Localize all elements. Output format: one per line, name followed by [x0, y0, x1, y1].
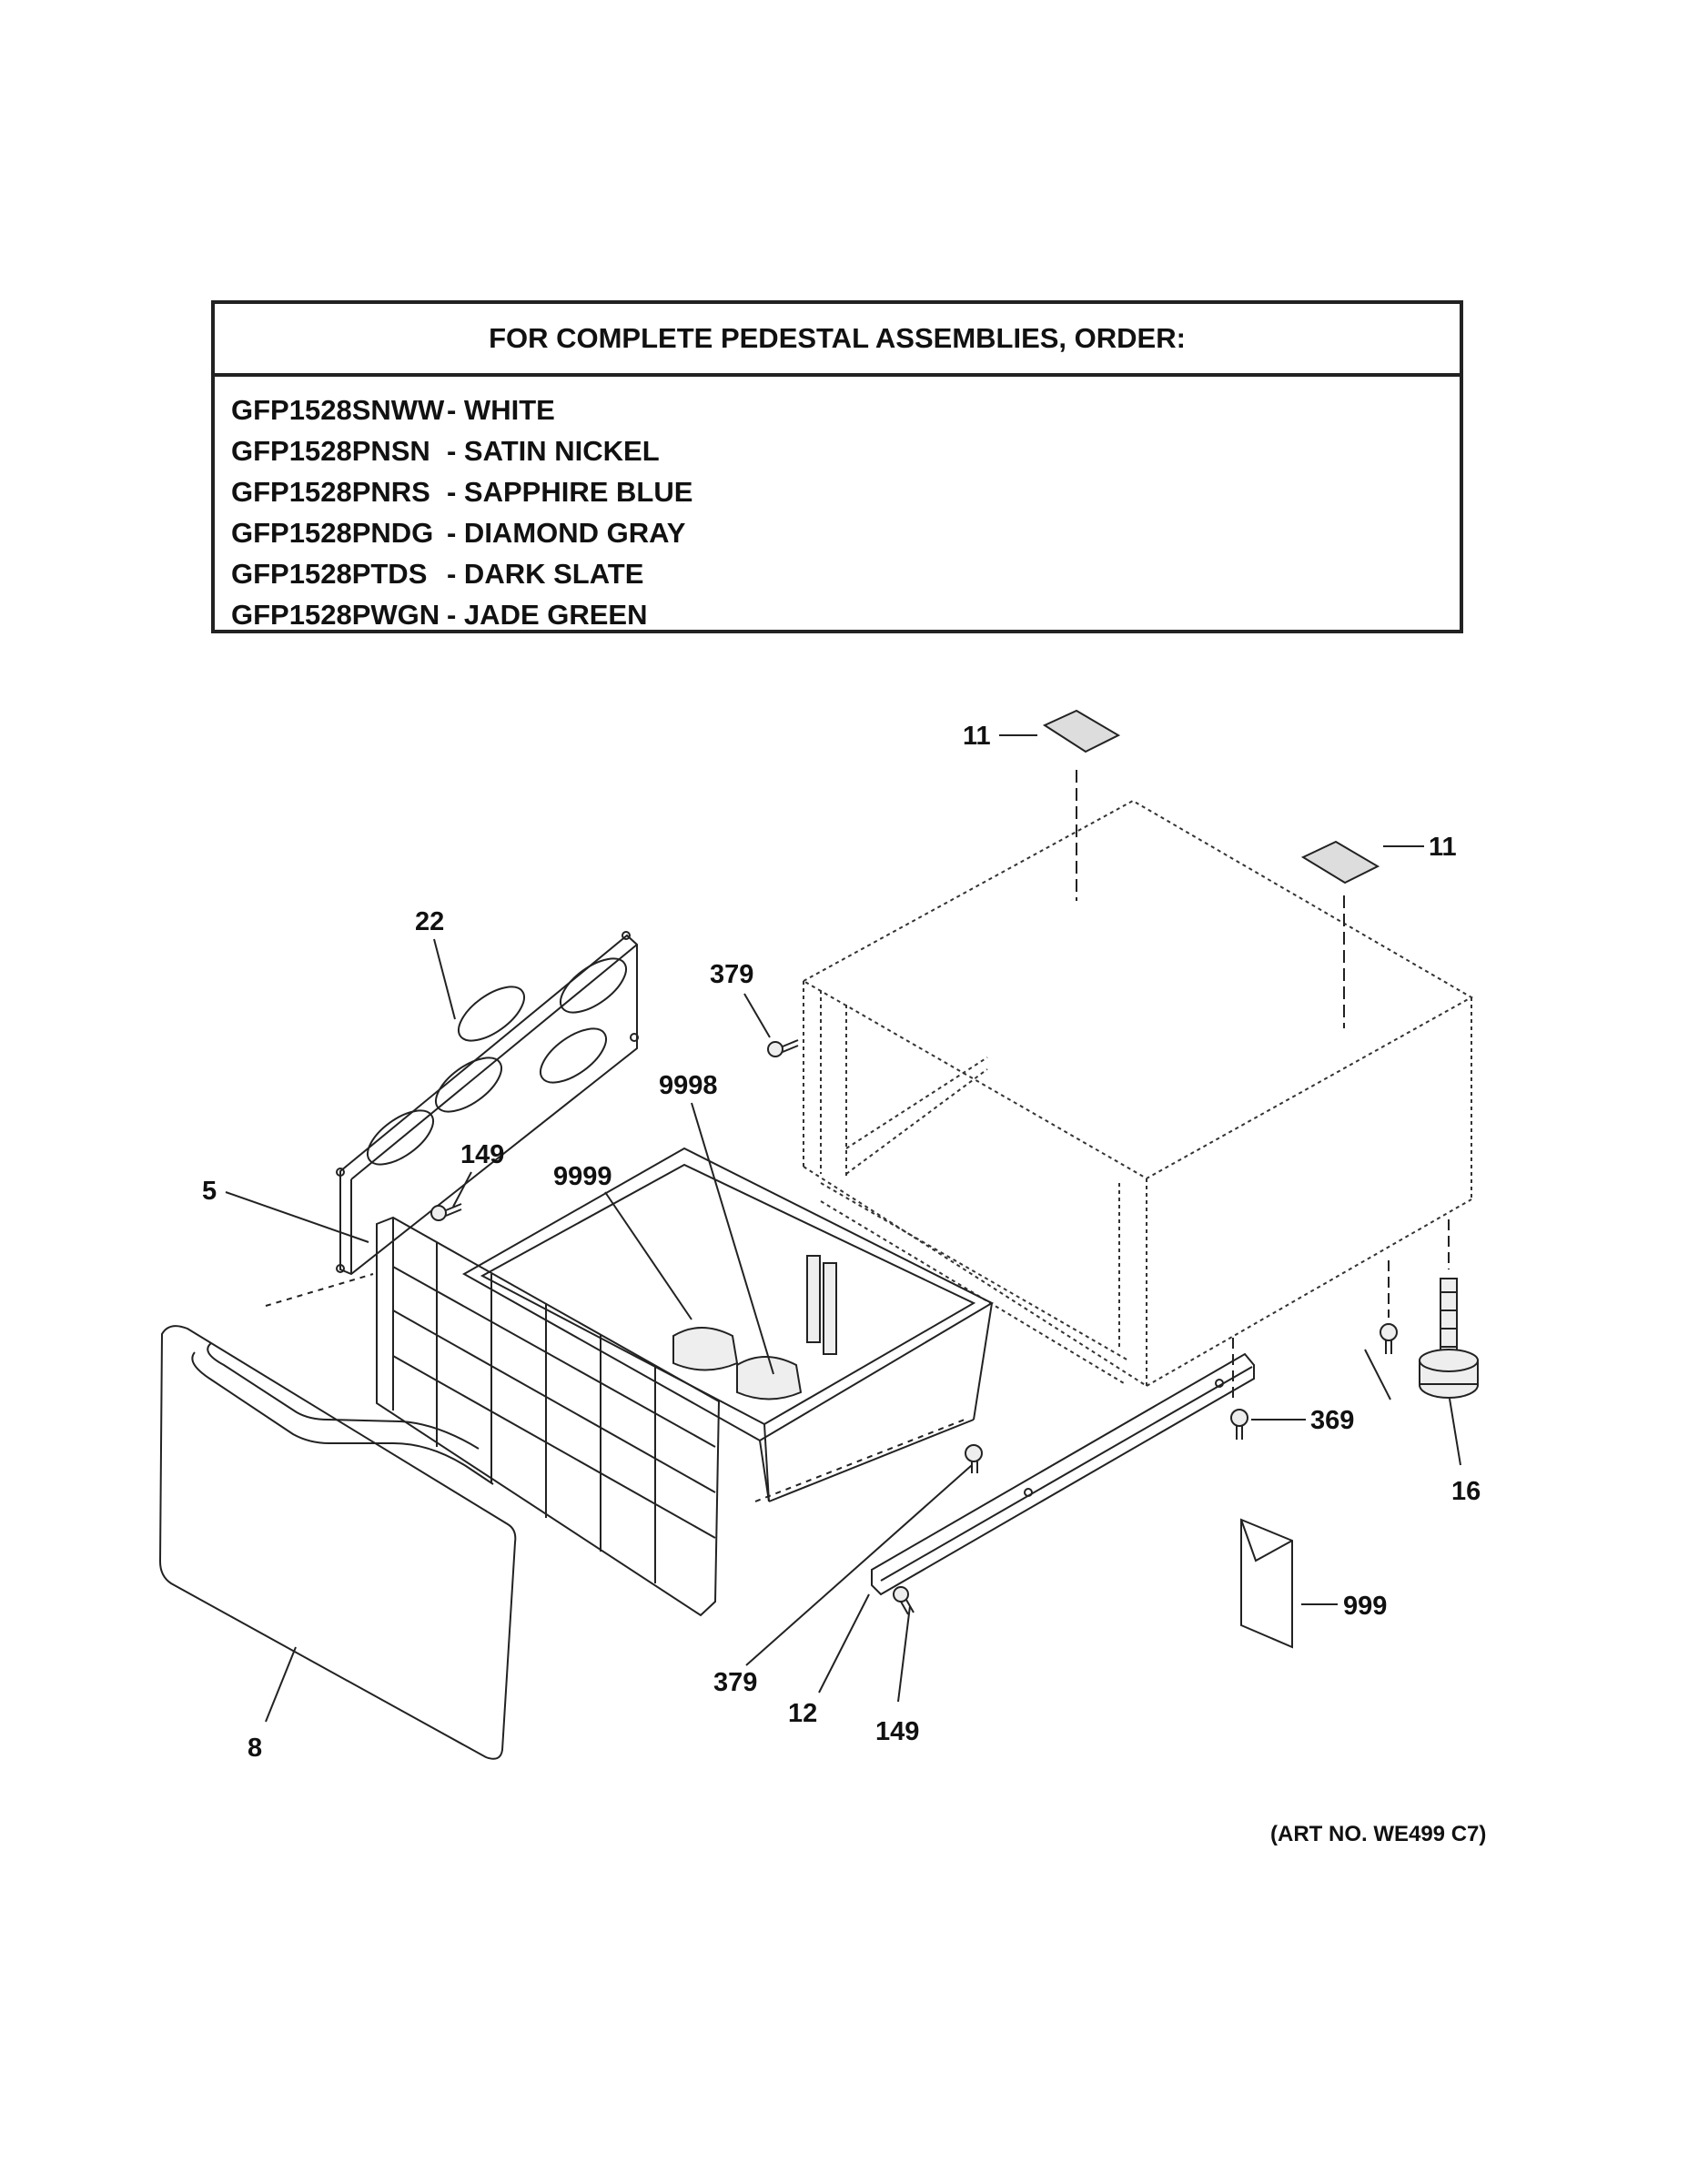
model-color: - SATIN NICKEL	[447, 434, 660, 467]
model-code: GFP1528PNDG	[231, 516, 434, 549]
order-row: GFP1528SNWW - WHITE	[231, 389, 1460, 430]
model-code: GFP1528PNSN	[231, 434, 430, 467]
callout-999: 999	[1343, 1592, 1387, 1621]
callout-11-top: 11	[963, 722, 991, 751]
callout-149-lower: 149	[875, 1717, 919, 1746]
model-color: - DARK SLATE	[447, 557, 644, 590]
model-color: - JADE GREEN	[447, 598, 648, 631]
callout-8: 8	[248, 1734, 262, 1763]
callout-12: 12	[788, 1699, 817, 1728]
top-pad	[1300, 840, 1380, 885]
leveling-leg	[1419, 1219, 1479, 1399]
model-code: GFP1528SNWW	[231, 393, 445, 426]
callout-379-lower: 379	[713, 1668, 757, 1697]
order-row: GFP1528PTDS - DARK SLATE	[231, 553, 1460, 594]
art-number: (ART NO. WE499 C7)	[1270, 1822, 1487, 1846]
screw	[430, 1203, 462, 1221]
order-row: GFP1528PNSN - SATIN NICKEL	[231, 430, 1460, 471]
order-row: GFP1528PNDG - DIAMOND GRAY	[231, 512, 1460, 553]
callout-16: 16	[1451, 1477, 1481, 1506]
callout-149-upper: 149	[460, 1140, 504, 1169]
callout-5: 5	[202, 1177, 217, 1206]
model-code: GFP1528PWGN	[231, 598, 440, 631]
drawer-front	[158, 1325, 517, 1760]
callout-labels: 11 11 22 379 9998 149 9999 5 369 16 999 …	[202, 722, 1481, 1763]
pedestal-order-table: FOR COMPLETE PEDESTAL ASSEMBLIES, ORDER:…	[211, 300, 1463, 633]
callout-22: 22	[415, 907, 444, 936]
literature-envelope	[1240, 1518, 1293, 1649]
model-color: - DIAMOND GRAY	[447, 516, 686, 549]
screw	[1380, 1323, 1398, 1354]
callout-9998: 9998	[659, 1071, 718, 1100]
model-color: - SAPPHIRE BLUE	[447, 475, 693, 508]
screw	[965, 1444, 983, 1473]
screw	[1230, 1409, 1248, 1440]
drawer-basket	[461, 1147, 995, 1502]
pedestal-cabinet	[801, 799, 1474, 1387]
callout-369: 369	[1310, 1406, 1354, 1435]
drawer-slide-rail	[871, 1352, 1255, 1596]
model-code: GFP1528PNRS	[231, 475, 430, 508]
drawer-liner	[376, 1216, 721, 1617]
leader-lines	[225, 734, 1461, 1723]
order-row: GFP1528PWGN - JADE GREEN	[231, 594, 1460, 635]
top-pad	[1042, 709, 1121, 753]
callout-9999: 9999	[553, 1162, 612, 1191]
order-table-rows: GFP1528SNWW - WHITE GFP1528PNSN - SATIN …	[215, 377, 1460, 635]
rear-panel	[336, 931, 639, 1276]
order-row: GFP1528PNRS - SAPPHIRE BLUE	[231, 471, 1460, 512]
order-table-title: FOR COMPLETE PEDESTAL ASSEMBLIES, ORDER:	[215, 304, 1460, 377]
model-code: GFP1528PTDS	[231, 557, 428, 590]
model-color: - WHITE	[447, 393, 555, 426]
screw	[893, 1586, 915, 1615]
callout-11-right: 11	[1429, 833, 1457, 862]
callout-379-upper: 379	[710, 960, 753, 989]
screw	[767, 1039, 799, 1057]
